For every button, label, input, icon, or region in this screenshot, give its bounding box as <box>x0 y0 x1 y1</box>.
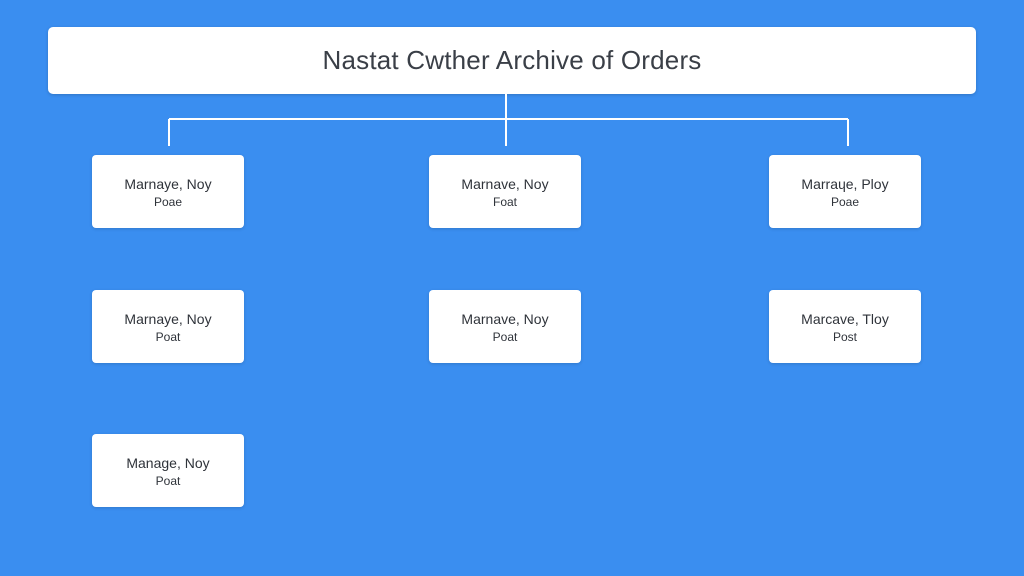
node-2: Marnave, Noy Foat <box>429 155 581 228</box>
node-subtitle: Poat <box>492 329 518 344</box>
node-subtitle: Poae <box>830 194 860 209</box>
node-5: Marnave, Noy Poat <box>429 290 581 363</box>
node-subtitle: Poat <box>155 329 181 344</box>
diagram-title: Nastat Cwther Archive of Orders <box>322 45 702 75</box>
node-subtitle: Foat <box>492 194 517 209</box>
node-title: Marnave, Noy <box>461 175 549 192</box>
diagram-header: Nastat Cwther Archive of Orders <box>48 27 976 94</box>
node-title: Marraɥe, Ploy <box>801 175 889 192</box>
node-6: Marcave, Tloy Post <box>769 290 921 363</box>
node-subtitle: Poae <box>153 194 183 209</box>
node-title: Marnaye, Noy <box>124 310 212 327</box>
node-3: Marraɥe, Ploy Poae <box>769 155 921 228</box>
node-7: Manage, Noy Poat <box>92 434 244 507</box>
node-title: Marnaye, Noy <box>124 175 212 192</box>
node-title: Manage, Noy <box>126 454 210 471</box>
node-subtitle: Post <box>832 329 857 344</box>
node-4: Marnaye, Noy Poat <box>92 290 244 363</box>
node-1: Marnaye, Noy Poae <box>92 155 244 228</box>
node-title: Marnave, Noy <box>461 310 549 327</box>
node-title: Marcave, Tloy <box>801 310 889 327</box>
node-subtitle: Poat <box>155 473 181 488</box>
